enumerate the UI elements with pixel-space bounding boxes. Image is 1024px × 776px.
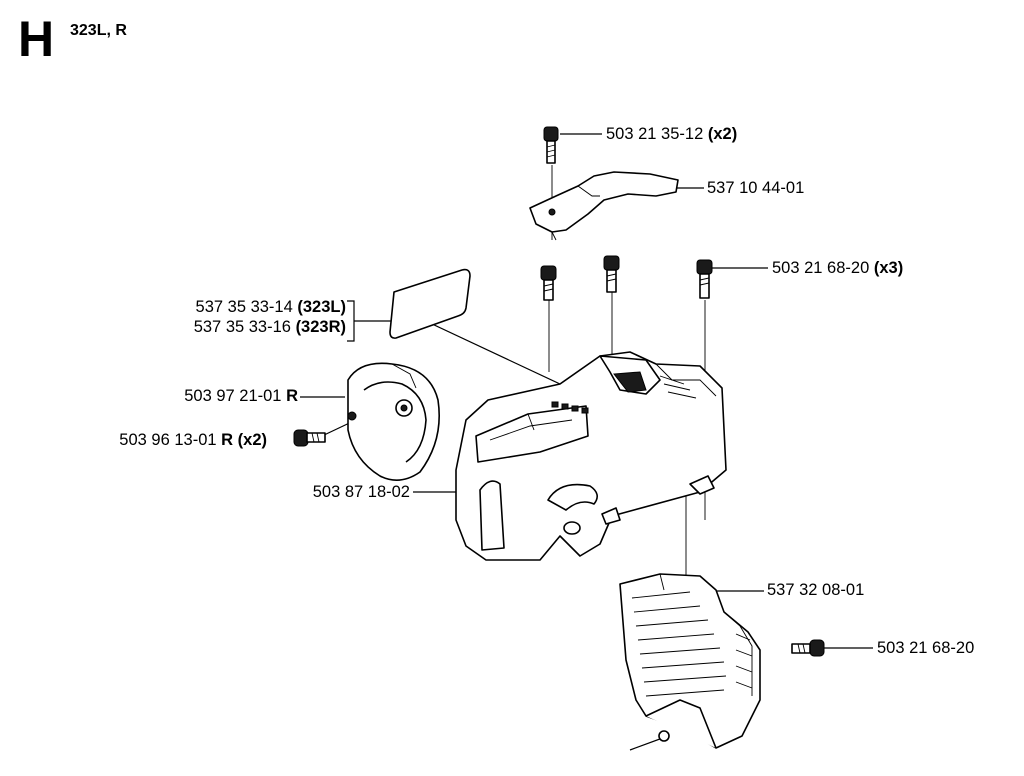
screw-503-21-68-20-side <box>791 639 825 657</box>
screw-503-96-13-01 <box>293 429 326 447</box>
part-number: 503 96 13-01 <box>119 431 217 449</box>
top-cover-537-10-44-01 <box>529 171 679 241</box>
label-503-21-68-20: 503 21 68-20 <box>877 639 974 658</box>
screw-503-21-68-20-a <box>540 265 557 301</box>
decal-537-35-33 <box>389 268 471 339</box>
label-503-21-35-12: 503 21 35-12 (x2) <box>606 125 737 144</box>
part-number: 503 97 21-01 <box>184 387 282 405</box>
cup-503-97-21-01 <box>347 362 440 481</box>
part-number: 503 21 68-20 <box>877 639 975 657</box>
part-number: 537 32 08-01 <box>767 581 865 599</box>
part-number: 537 35 33-16 <box>193 318 291 336</box>
part-number: 537 10 44-01 <box>707 179 805 197</box>
label-537-35-33-16: 537 35 33-16 (323R) <box>194 318 346 337</box>
label-537-32-08-01: 537 32 08-01 <box>767 581 864 600</box>
label-503-87-18-02: 503 87 18-02 <box>313 483 410 502</box>
screw-503-21-35-12 <box>543 126 559 164</box>
label-503-96-13-01: 503 96 13-01 R (x2) <box>119 431 267 450</box>
part-number: 503 21 35-12 <box>606 125 704 143</box>
part-qty: (x3) <box>873 259 904 277</box>
label-503-21-68-20-x3: 503 21 68-20 (x3) <box>772 259 903 278</box>
part-number: 503 21 68-20 <box>772 259 870 277</box>
cylinder-cover-537-32-08-01 <box>619 573 761 749</box>
screw-503-21-68-20-c <box>696 259 713 299</box>
label-503-97-21-01: 503 97 21-01 R <box>184 387 298 406</box>
section-letter: H <box>18 11 55 67</box>
part-number: 537 35 33-14 <box>195 298 293 316</box>
part-number: 503 87 18-02 <box>312 483 410 501</box>
part-model: R <box>286 387 298 405</box>
part-model: (323R) <box>295 318 346 336</box>
model-numbers: 323L, R <box>70 22 127 39</box>
label-537-35-33-14: 537 35 33-14 (323L) <box>196 298 346 317</box>
housing-503-87-18-02 <box>455 351 727 561</box>
label-537-10-44-01: 537 10 44-01 <box>707 179 804 198</box>
screw-503-21-68-20-b <box>603 255 620 293</box>
part-model: R (x2) <box>221 431 267 449</box>
part-model: (323L) <box>297 298 346 316</box>
part-qty: (x2) <box>707 125 738 143</box>
